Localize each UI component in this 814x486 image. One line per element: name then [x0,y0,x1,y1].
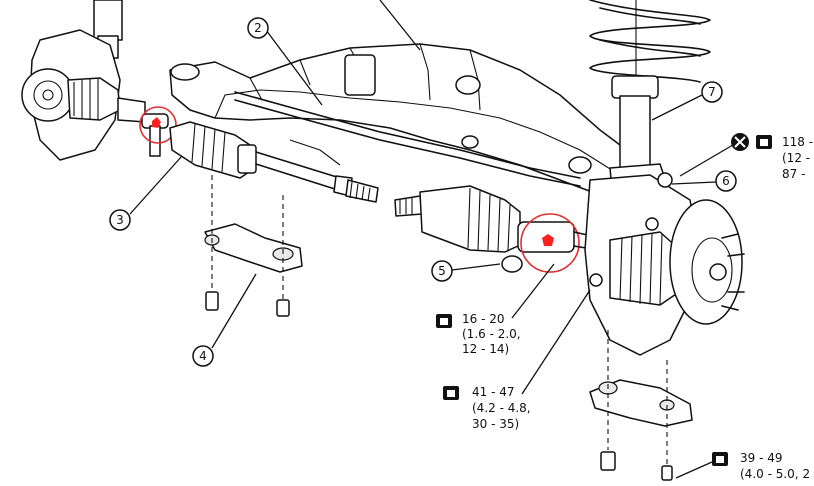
left-tie-rod-end [139,106,177,157]
callout-6: 6 [671,170,737,192]
left-strut-assembly [21,0,146,161]
torque-spec-118: 118 - (12 - 87 - [679,133,813,181]
callout-5: 5 [431,260,501,282]
right-lower-bracket [589,330,693,481]
spec-39-49-line1: 39 - 49 [740,451,783,465]
spec-41-47-line3: 30 - 35) [472,417,519,431]
highlight-mark-right [542,234,554,246]
stabilizer-bar [234,91,581,187]
callout-2-label: 2 [254,21,262,35]
callout-4: 4 [192,273,257,367]
spec-16-20-line3: 12 - 14) [462,342,509,356]
do-not-reuse-icon [731,133,749,151]
spec-16-20-line1: 16 - 20 [462,312,505,326]
left-drive-shaft [169,121,379,203]
callout-3: 3 [109,155,183,231]
callout-3-label: 3 [116,213,124,227]
callout-5-label: 5 [438,264,446,278]
spec-118-line3: 87 - [782,167,805,181]
subframe [169,43,656,201]
left-lower-bracket [204,175,303,317]
spec-118-line2: (12 - [782,151,810,165]
callout-1 [379,0,421,51]
torque-wrench-icon [756,135,772,149]
spec-16-20-line2: (1.6 - 2.0, [462,327,521,341]
right-knuckle-hub [584,172,745,356]
spec-bottom-cut-line1: - - - - - [400,475,437,481]
torque-spec-16-20: 16 - 20 (1.6 - 2.0, 12 - 14) [436,263,555,356]
torque-spec-41-47: 41 - 47 (4.2 - 4.8, 30 - 35) [443,289,591,431]
highlight-circle-right [520,213,580,273]
torque-wrench-icon [436,314,452,328]
highlight-mark-left [152,117,161,128]
callout-7: 7 [651,81,723,121]
spec-41-47-line2: (4.2 - 4.8, [472,401,531,415]
spec-41-47-line1: 41 - 47 [472,385,515,399]
callout-7-label: 7 [708,85,716,99]
spec-118-line1: 118 - [782,135,813,149]
torque-spec-39-49: 39 - 49 (4.0 - 5.0, 2 [675,451,810,481]
callout-4-label: 4 [199,349,207,363]
spec-39-49-line2: (4.0 - 5.0, 2 [740,467,810,481]
torque-wrench-icon [712,452,728,466]
torque-spec-bottom-cut: - - - - - [400,475,437,486]
callout-2: 2 [247,17,323,106]
callout-6-label: 6 [722,174,730,188]
right-drive-shaft [394,185,611,273]
highlight-circle-left [139,106,177,144]
torque-wrench-icon [443,386,459,400]
